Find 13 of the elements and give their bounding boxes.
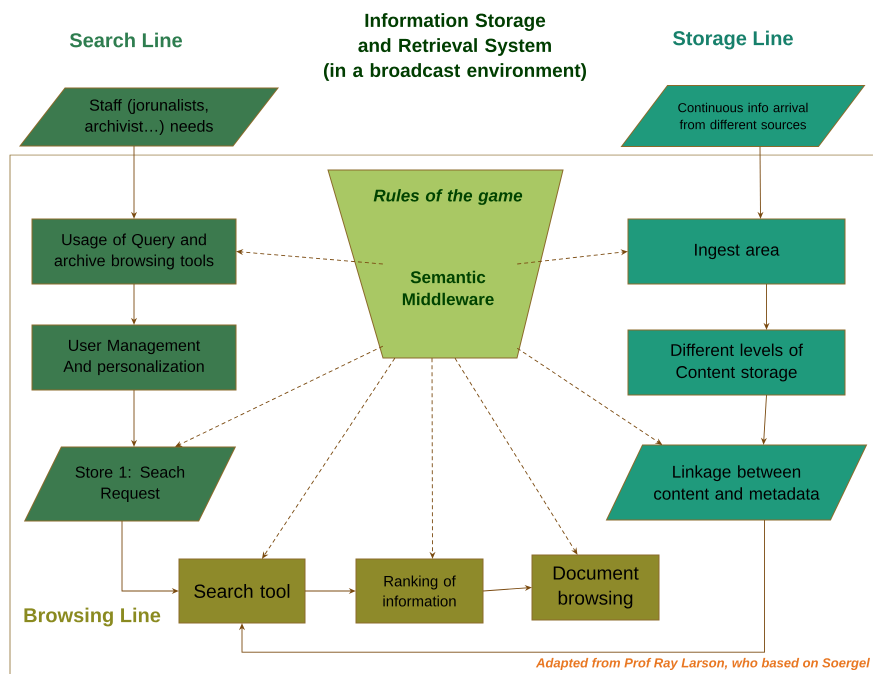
line-heading: Search Line	[70, 32, 182, 48]
process-box: Usage of Query and archive browsing tools	[32, 218, 236, 284]
process-box: Different levels of Content storage	[628, 330, 846, 396]
process-box: Document browsing	[532, 554, 660, 620]
caption: Adapted from Prof Ray Larson, who based on Soergel	[536, 658, 870, 670]
line-heading: Storage Line	[673, 30, 793, 50]
process-box: Ingest area	[628, 218, 846, 284]
line-heading: Browsing Line	[24, 608, 160, 626]
title: Information Storage and Retrieval System (in a broadcast environment)	[324, 13, 586, 81]
arrow	[238, 520, 765, 653]
process-box: Search tool	[178, 558, 306, 624]
process-box: Ranking of information	[356, 558, 484, 624]
process-box: User Management And personalization	[32, 324, 236, 390]
